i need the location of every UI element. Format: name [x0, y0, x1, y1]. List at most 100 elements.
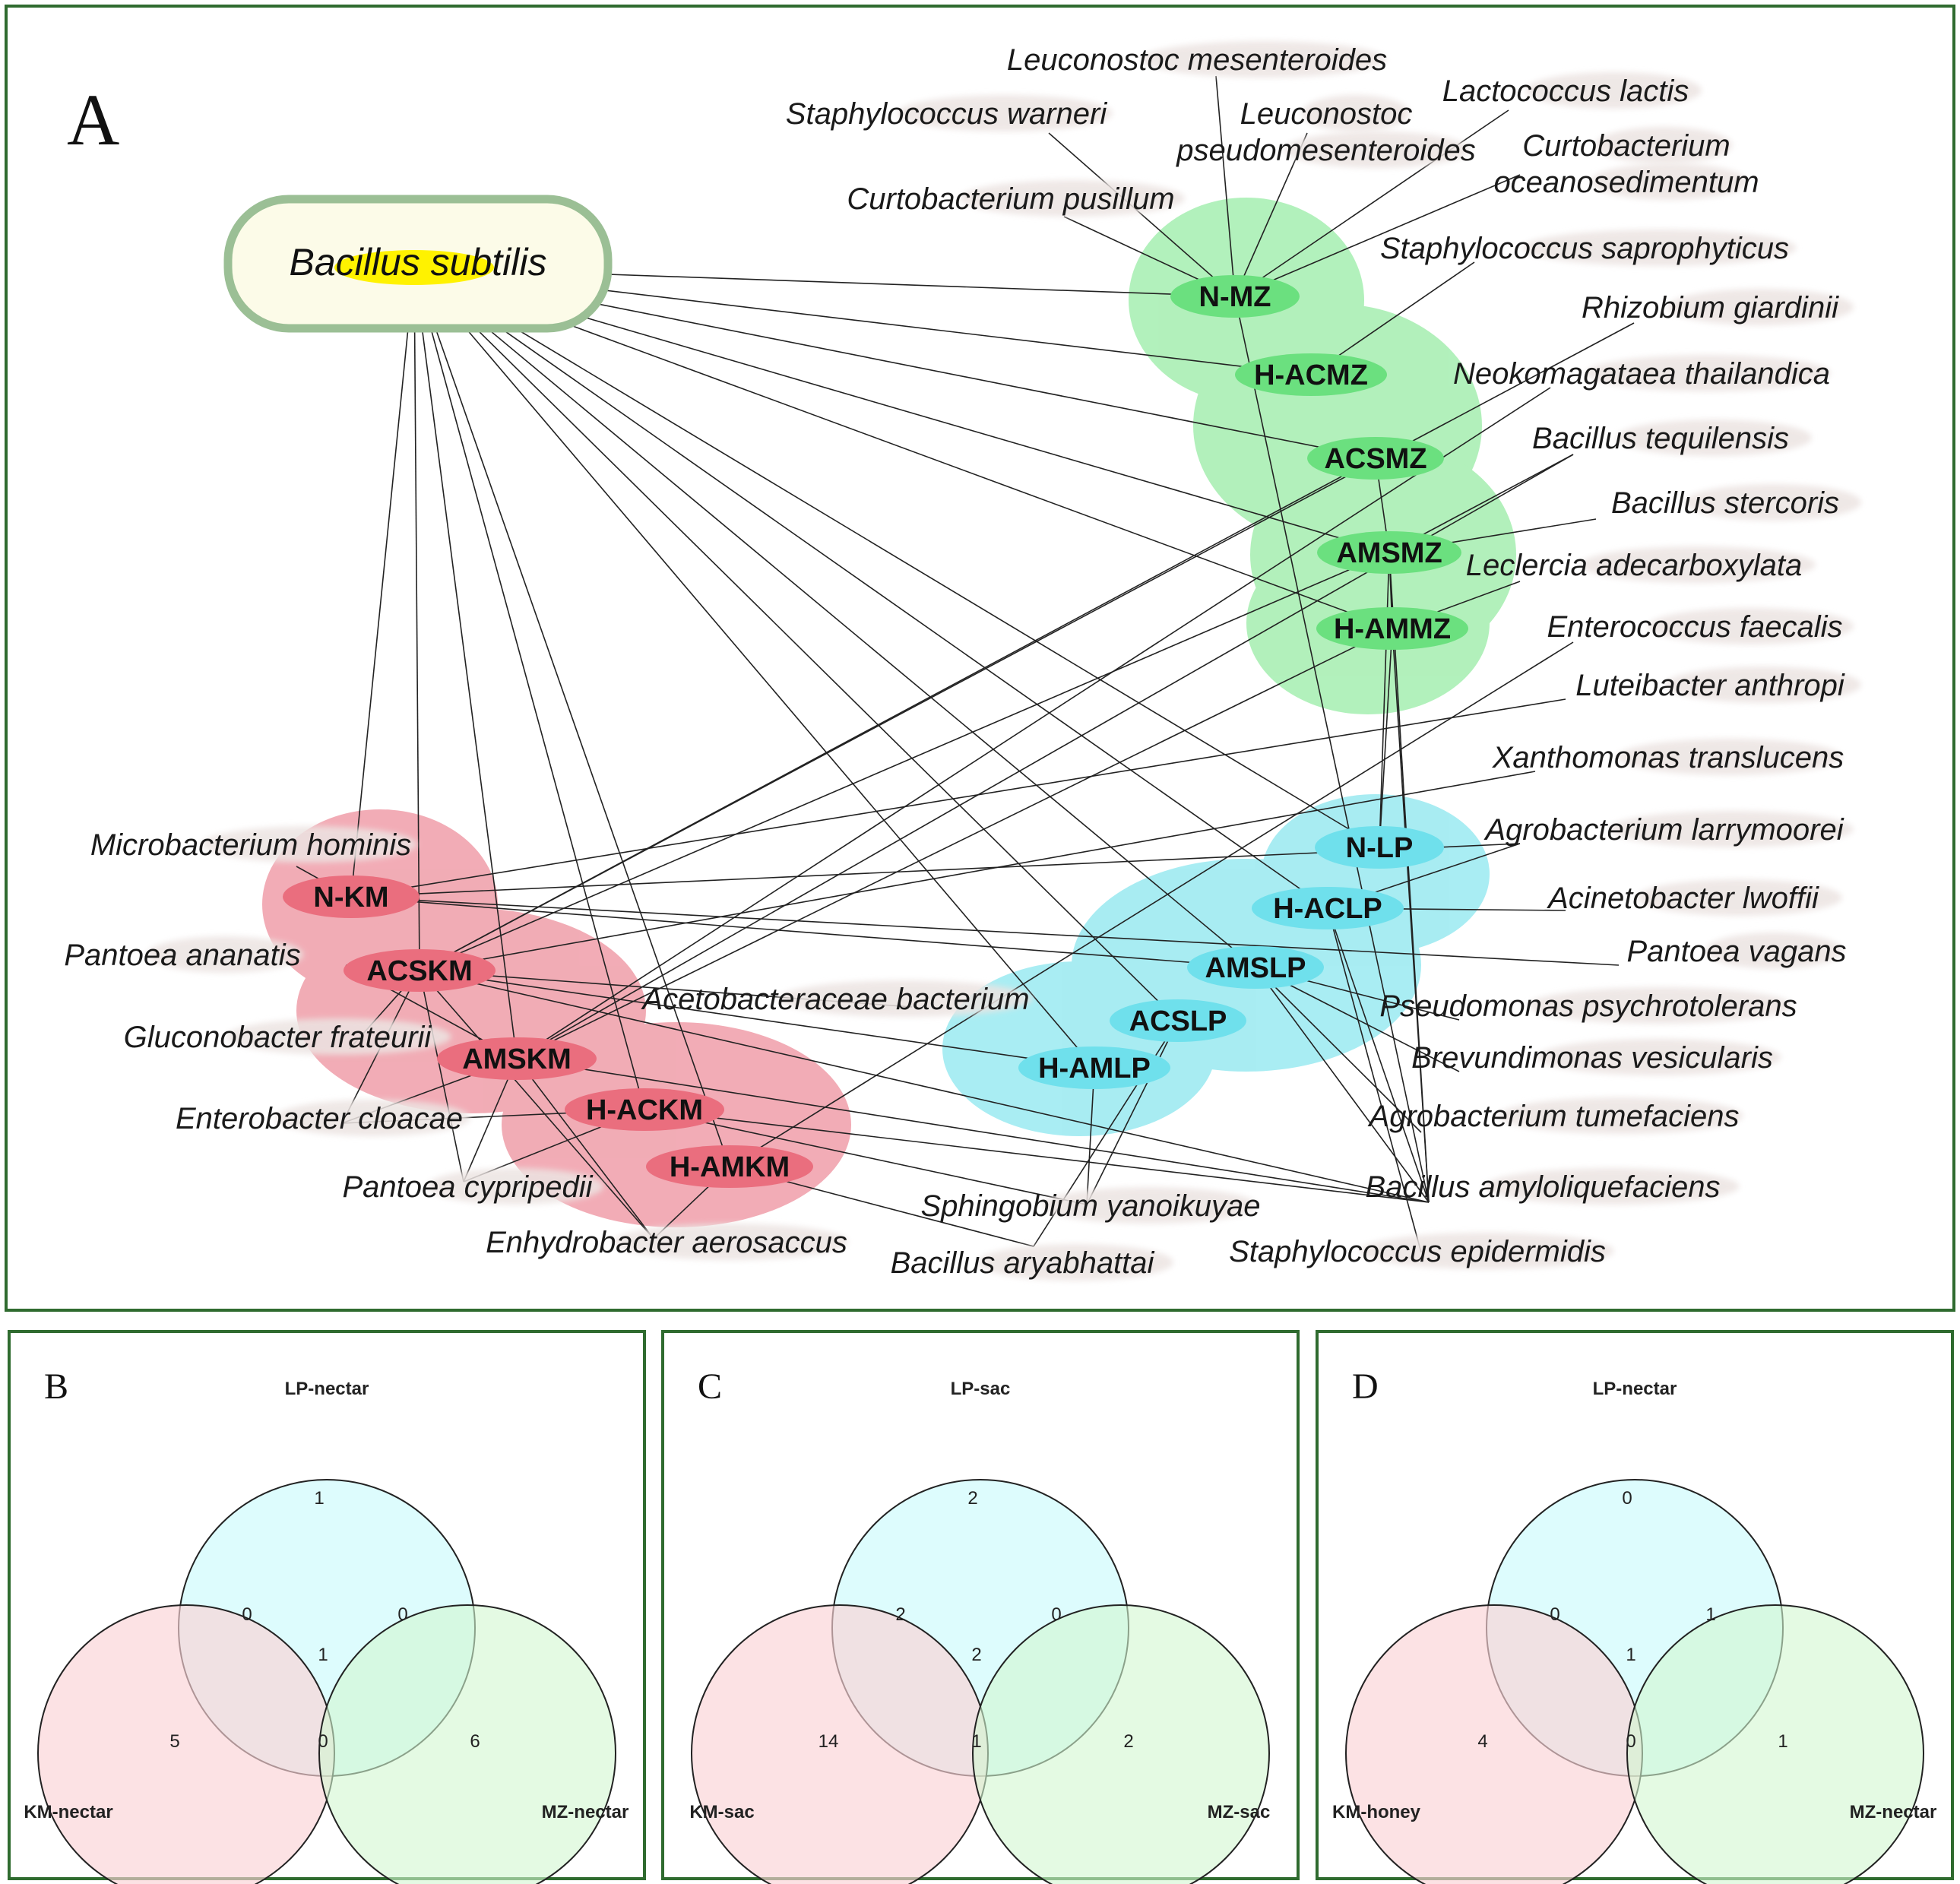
species-label-s26: Enhydrobacter aerosaccus — [486, 1226, 847, 1259]
species-label-s12: Leclercia adecarboxylata — [1466, 549, 1802, 582]
species-label-s15: Xanthomonas translucens — [1492, 741, 1844, 774]
node-NKM: N-KM — [283, 876, 420, 918]
node-AMSMZ: AMSMZ — [1317, 531, 1461, 574]
species-label-bg — [1522, 230, 1797, 266]
edge-HACKM-s22 — [644, 1109, 1430, 1203]
node-HAMLP: H-AMLP — [1018, 1046, 1170, 1089]
venn-set-label: KM-honey — [1332, 1802, 1421, 1822]
species-label-bg — [1608, 811, 1854, 847]
edge-hub-ACSKM — [413, 267, 420, 971]
venn-count-right: 2 — [1123, 1731, 1133, 1752]
venn-count-tr: 0 — [1051, 1604, 1061, 1625]
edge-AMSLP-NKM — [350, 896, 1256, 968]
species-label-s16: Agrobacterium larrymoorei — [1483, 813, 1844, 847]
venn-set-label: LP-nectar — [285, 1379, 369, 1399]
edge-HAMLP-ACSKM — [419, 970, 1095, 1069]
node-label: N-KM — [313, 882, 388, 914]
venn-circle-left — [37, 1604, 335, 1884]
venn-count-right: 1 — [1778, 1731, 1787, 1752]
species-label-s13: Enterococcus faecalis — [1547, 610, 1842, 644]
venn-count-tr: 1 — [1705, 1604, 1715, 1625]
species-label-bg — [1591, 163, 1748, 200]
edge-hub-HACLP — [413, 267, 1328, 909]
species-label-s11: Bacillus stercoris — [1611, 486, 1839, 520]
venn-count-tl: 0 — [1550, 1604, 1559, 1625]
species-label-bg — [977, 1244, 1173, 1281]
species-line: Pantoea vagans — [1626, 935, 1846, 968]
venn-count-top: 0 — [1622, 1488, 1632, 1509]
node-ellipse — [1235, 353, 1387, 396]
venn-set-label: KM-sac — [689, 1802, 754, 1822]
edge-HACLP-s22 — [1327, 907, 1430, 1203]
species-line: Pantoea ananatis — [64, 939, 300, 972]
venn-circle-left — [691, 1604, 989, 1884]
node-HAMMZ: H-AMMZ — [1316, 607, 1468, 650]
edge-HAMMZ-AMSKM — [516, 628, 1393, 1059]
node-ACSLP: ACSLP — [1110, 999, 1246, 1042]
edge-NMZ-s5 — [1234, 174, 1521, 297]
node-NLP: N-LP — [1315, 826, 1444, 869]
venn-count-top: 1 — [314, 1488, 324, 1509]
venn-frame — [1316, 1330, 1954, 1880]
edge-ACSKM-s22 — [419, 970, 1430, 1203]
species-label-s31: Pantoea ananatis — [64, 939, 300, 972]
edge-AMSMZ-ACSKM — [419, 552, 1390, 971]
node-label: H-AMMZ — [1334, 613, 1451, 645]
species-line: Leuconostoc mesenteroides — [1007, 43, 1387, 77]
network-edges — [296, 75, 1635, 1253]
node-AMSKM: AMSKM — [437, 1037, 597, 1080]
species-line: Luteibacter anthropi — [1575, 669, 1845, 702]
node-label: ACSMZ — [1324, 443, 1426, 475]
species-label-s24: Bacillus aryabhattai — [891, 1246, 1155, 1280]
species-label-s1: Leuconostoc mesenteroides — [1007, 43, 1387, 77]
species-line: Staphylococcus epidermidis — [1229, 1235, 1606, 1268]
venn-count-center: 1 — [318, 1645, 328, 1665]
species-label-s23: Staphylococcus epidermidis — [1229, 1235, 1606, 1268]
node-label: ACSLP — [1129, 1005, 1227, 1037]
species-line: Leclercia adecarboxylata — [1466, 549, 1802, 582]
node-ellipse — [646, 1145, 813, 1188]
edge-AMSMZ-s22 — [1388, 552, 1430, 1203]
node-HAMKM: H-AMKM — [646, 1145, 813, 1188]
edge-hub-HACKM — [413, 267, 645, 1110]
species-labels: Leuconostoc mesenteroidesStaphylococcus … — [64, 43, 1846, 1280]
venn-count-left: 5 — [169, 1731, 179, 1752]
edge-AMSMZ-NLP — [1379, 552, 1390, 848]
species-line: Staphylococcus warneri — [786, 97, 1108, 131]
node-NMZ: N-MZ — [1170, 275, 1300, 318]
edge-ACSKM-s27 — [419, 970, 464, 1183]
panel-a-frame — [5, 5, 1955, 1312]
species-label-bg — [427, 1168, 604, 1205]
edge-hub-AMSLP — [413, 267, 1256, 968]
node-label: H-AMLP — [1038, 1053, 1151, 1084]
venn-count-center: 2 — [971, 1645, 981, 1665]
node-label: ACSKM — [366, 955, 472, 987]
node-ellipse — [565, 1088, 724, 1131]
node-label: AMSMZ — [1336, 537, 1442, 569]
venn-letter: D — [1352, 1366, 1379, 1407]
edge-HAMMZ-NLP — [1379, 628, 1393, 848]
species-line: Acetobacteraceae bacterium — [641, 983, 1029, 1016]
species-line: Pantoea cypripedii — [342, 1170, 593, 1204]
venn-set-label: KM-nectar — [24, 1802, 112, 1822]
species-label-bg — [1595, 127, 1733, 163]
species-label-bg — [777, 980, 1033, 1017]
venn-set-label: MZ-sac — [1208, 1802, 1271, 1822]
venn-set-label: LP-sac — [951, 1379, 1011, 1399]
species-line: Leuconostoc — [1240, 97, 1413, 131]
edge-NMZ-s4 — [1234, 109, 1509, 297]
species-label-bg — [1284, 131, 1470, 168]
venn-circle-right — [1626, 1604, 1924, 1884]
venn-frame — [8, 1330, 646, 1880]
edge-NKM-s18 — [350, 896, 1620, 966]
edge-AMSKM-s9 — [516, 387, 1551, 1059]
hub-label: Bacillus subtilis — [289, 241, 546, 283]
edge-hub-HAMMZ — [413, 267, 1393, 629]
species-label-s20: Brevundimonas vesicularis — [1411, 1041, 1773, 1075]
species-label-s7: Staphylococcus saprophyticus — [1380, 232, 1789, 265]
species-label-bg — [147, 936, 304, 973]
